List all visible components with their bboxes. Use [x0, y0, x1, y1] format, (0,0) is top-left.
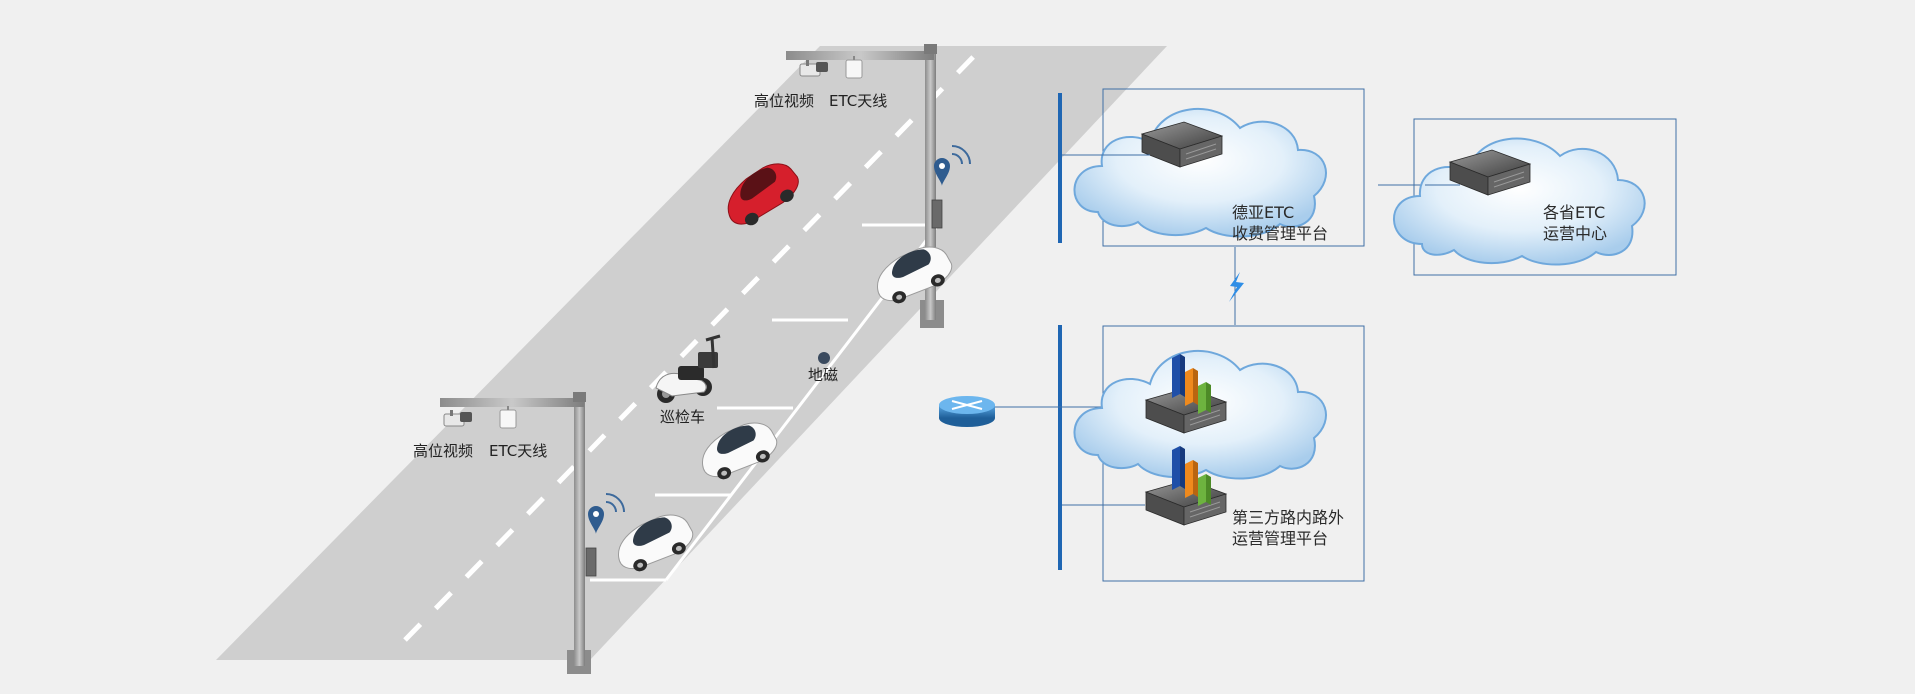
antenna-label-near: ETC天线: [489, 442, 548, 460]
deya-platform-label: 德亚ETC 收费管理平台: [1232, 202, 1328, 244]
cloud-icon: [1073, 107, 1327, 238]
road-surface: [216, 46, 1167, 660]
third-party-platform-label: 第三方路内路外 运营管理平台: [1232, 507, 1344, 549]
top-bus-line: [1058, 93, 1062, 243]
red-car: [727, 163, 799, 226]
high-video-camera-icon: [799, 60, 828, 77]
gantry-near: [440, 392, 591, 674]
camera-label-far: 高位视频: [754, 92, 815, 110]
deya-platform-line1: 德亚ETC: [1232, 203, 1295, 222]
province-center-line2: 运营中心: [1543, 224, 1608, 243]
router-icon: [939, 396, 995, 427]
province-center-label: 各省ETC 运营中心: [1543, 202, 1607, 244]
cloud-icon: [1393, 137, 1646, 266]
third-party-platform-line1: 第三方路内路外: [1232, 508, 1345, 527]
patrol-vehicle-label: 巡检车: [660, 408, 706, 426]
patrol-scooter-icon: [655, 334, 721, 403]
geomagnetic-label: 地磁: [808, 366, 839, 384]
lightning-link-icon: [1229, 272, 1244, 302]
high-video-camera-icon: [443, 410, 472, 427]
bottom-bus-line: [1058, 325, 1062, 570]
gantry-far: [786, 44, 944, 328]
deya-platform-line2: 收费管理平台: [1232, 224, 1329, 243]
etc-antenna-icon: [845, 56, 863, 79]
lane-divider: [403, 48, 982, 642]
third-party-platform-line2: 运营管理平台: [1232, 529, 1329, 548]
province-center-line1: 各省ETC: [1543, 203, 1606, 222]
geomagnetic-sensor-icon: [818, 352, 830, 364]
etc-antenna-icon: [499, 406, 517, 429]
antenna-label-far: ETC天线: [829, 92, 888, 110]
camera-label-near: 高位视频: [413, 442, 474, 460]
